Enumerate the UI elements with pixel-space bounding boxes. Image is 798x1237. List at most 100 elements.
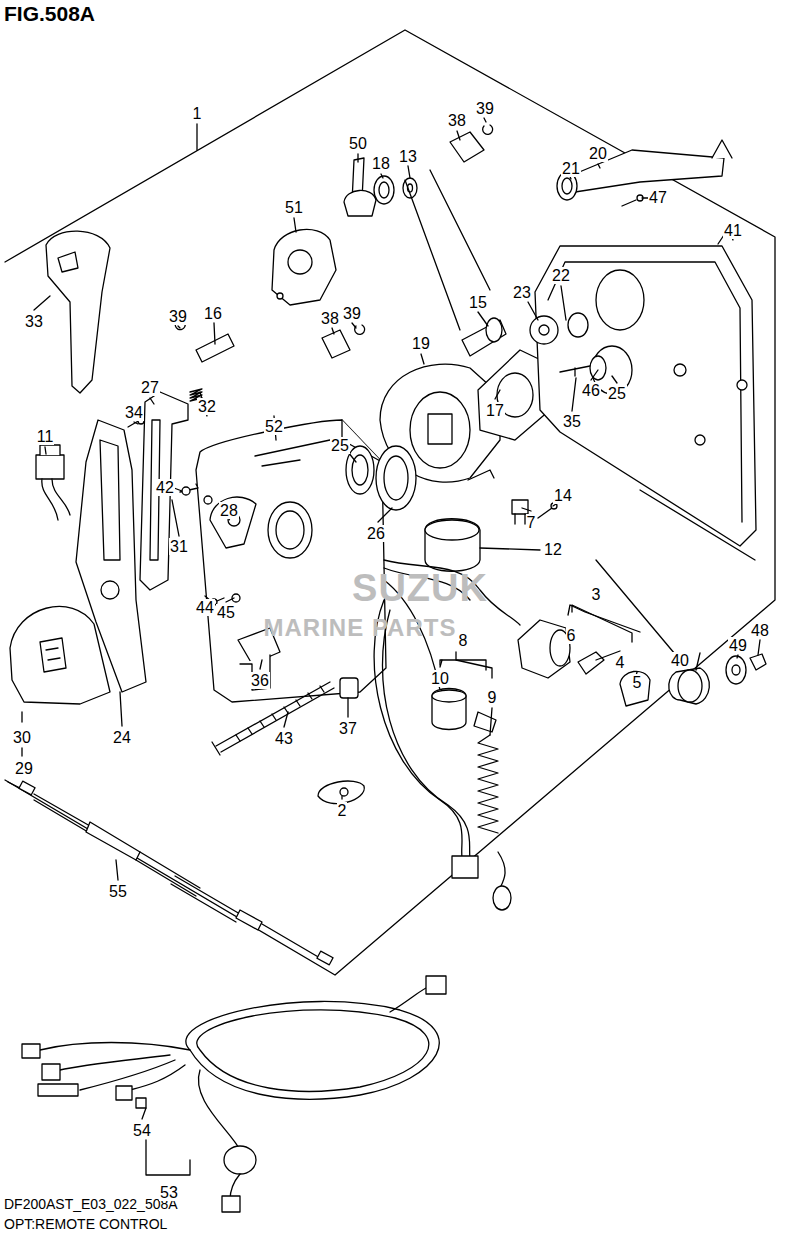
lever-20 [557,140,732,244]
leader-lines [522,508,531,511]
washers-40-49-48 [596,490,766,704]
plate-19 [428,414,452,444]
callout-number: 38 [447,112,467,129]
small-blocks [340,678,358,698]
wiring [382,610,470,858]
stop-switch [432,689,466,730]
leader-lines [260,660,262,669]
stop-switch [474,712,496,732]
callout-number: 39 [168,308,188,325]
side-cover [535,246,756,546]
leader-lines [142,1108,146,1119]
leader-lines [284,712,288,727]
leader-lines [120,692,122,726]
control-handle [58,252,78,272]
leader-lines [348,452,356,462]
switch-7 [512,500,528,514]
callout-number: 48 [750,622,770,639]
bracket [140,392,188,590]
throttle-cable [86,822,140,860]
switch-7 [551,503,557,509]
callout-number: 38 [320,310,340,327]
leader-lines [561,286,566,320]
gears-22-23 [590,356,606,380]
callout-number: 6 [566,627,577,644]
callout-number: 12 [543,541,563,558]
wiring-harness [197,1010,429,1092]
leader-lines [332,328,334,334]
callout-number: 44 [195,599,215,616]
small-screws [182,487,190,495]
small-blocks [318,781,364,804]
cam-plate-51 [272,229,336,305]
buzzer-12 [425,519,480,572]
gears-22-23 [539,325,549,335]
throttle-cable [171,876,240,922]
leader-lines [421,354,424,364]
wiring-harness [136,1098,146,1108]
control-handle [46,231,110,393]
watermark: SUZUK [352,568,488,608]
control-housing [268,502,312,558]
neutral-switch [36,445,70,520]
lever-50-parts [379,182,389,198]
callout-number: 13 [398,148,418,165]
callout-number: 49 [728,637,748,654]
stop-switch [478,735,498,833]
callout-number: 46 [581,382,601,399]
shaft-15 [405,170,506,356]
ignition-switch [578,652,604,674]
wiring-harness [38,1084,78,1096]
washers-40-49-48 [726,656,746,684]
wiring-harness [42,1064,60,1080]
callout-number: 18 [371,155,391,172]
plate-19 [468,470,494,480]
bolt-43 [221,688,334,752]
lever-cover [10,606,110,704]
wiring-harness [198,1070,240,1150]
callout-number: 31 [169,538,189,555]
ignition-switch [620,671,650,706]
throttle-cable [34,794,90,826]
wiring-harness [390,986,430,1012]
gears-22-23 [530,316,558,344]
callout-number: 50 [348,135,368,152]
leader-lines [134,422,138,424]
leader-lines [457,131,460,140]
callout-number: 25 [330,437,350,454]
throttle-cable [8,781,333,965]
neutral-switch [40,445,60,455]
lever-50-parts [374,176,394,204]
assembly-frame [5,30,775,975]
leader-lines [34,296,50,310]
control-housing [196,420,386,702]
throttle-cable [136,852,200,896]
callout-number: 37 [338,720,358,737]
control-housing [276,511,304,549]
leader-lines [598,164,600,168]
leader-lines [116,860,118,880]
clips-38-39 [322,330,350,358]
throttle-cable [262,924,320,958]
watermark: MARINE PARTS [264,615,457,641]
bracket-lines [146,1140,190,1175]
callout-number: 45 [216,604,236,621]
shaft-15 [486,318,502,342]
gear-28 [210,497,256,548]
callout-number: 3 [591,586,602,603]
leader-lines [408,166,410,178]
leader-lines [357,154,358,162]
rings-25-26 [384,456,408,500]
leader-lines [553,504,556,506]
washers-40-49-48 [750,654,766,670]
control-housing [196,420,386,702]
leader-lines [341,796,342,799]
leader-lines [378,508,392,522]
side-cover [548,262,742,522]
callout-number: 16 [203,305,223,322]
clips-38-39 [450,132,484,162]
detent-block [240,655,270,690]
figure-caption: DF200AST_E03_022_508A [4,1196,178,1212]
rings-25-26 [376,446,416,510]
callout-number: 10 [430,670,450,687]
